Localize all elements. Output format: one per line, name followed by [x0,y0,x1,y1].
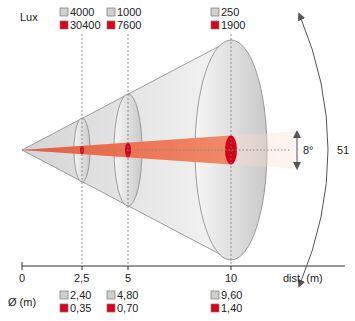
narrow-angle-bracket [297,134,298,166]
lux-value: 4000 [70,6,94,18]
lux-value: 1000 [117,6,141,18]
narrow-beam-cone [22,136,231,165]
angle-label: 51 [337,144,349,156]
diameter-heading: Ø (m) [8,296,36,308]
lux-value: 30400 [70,19,101,31]
diameter-value: 4,80 [117,289,138,301]
value-squares [60,8,219,312]
distance-axis [22,262,345,270]
diameter-value: 0,35 [70,302,91,314]
narrow-beam-glow [22,131,300,169]
beam-axis [22,150,290,151]
lux-heading: Lux [20,11,38,23]
diameter-value: 0,70 [117,302,138,314]
axis-title: dist. (m) [283,272,323,284]
distance-guides [82,34,231,266]
axis-tick-label: 2,5 [74,272,89,284]
diameter-value: 9,60 [221,289,242,301]
lux-value: 250 [221,6,239,18]
axis-tick-label: 10 [225,272,237,284]
diameter-value: 1,40 [221,302,242,314]
axis-tick-label: 5 [125,272,131,284]
wide-angle-arc [300,16,328,284]
angle-label: 8° [303,144,314,156]
diameter-value: 2,40 [70,289,91,301]
axis-tick-label: 0 [19,272,25,284]
lux-value: 7600 [117,19,141,31]
wide-beam-cone [22,40,231,260]
lux-value: 1900 [221,19,245,31]
